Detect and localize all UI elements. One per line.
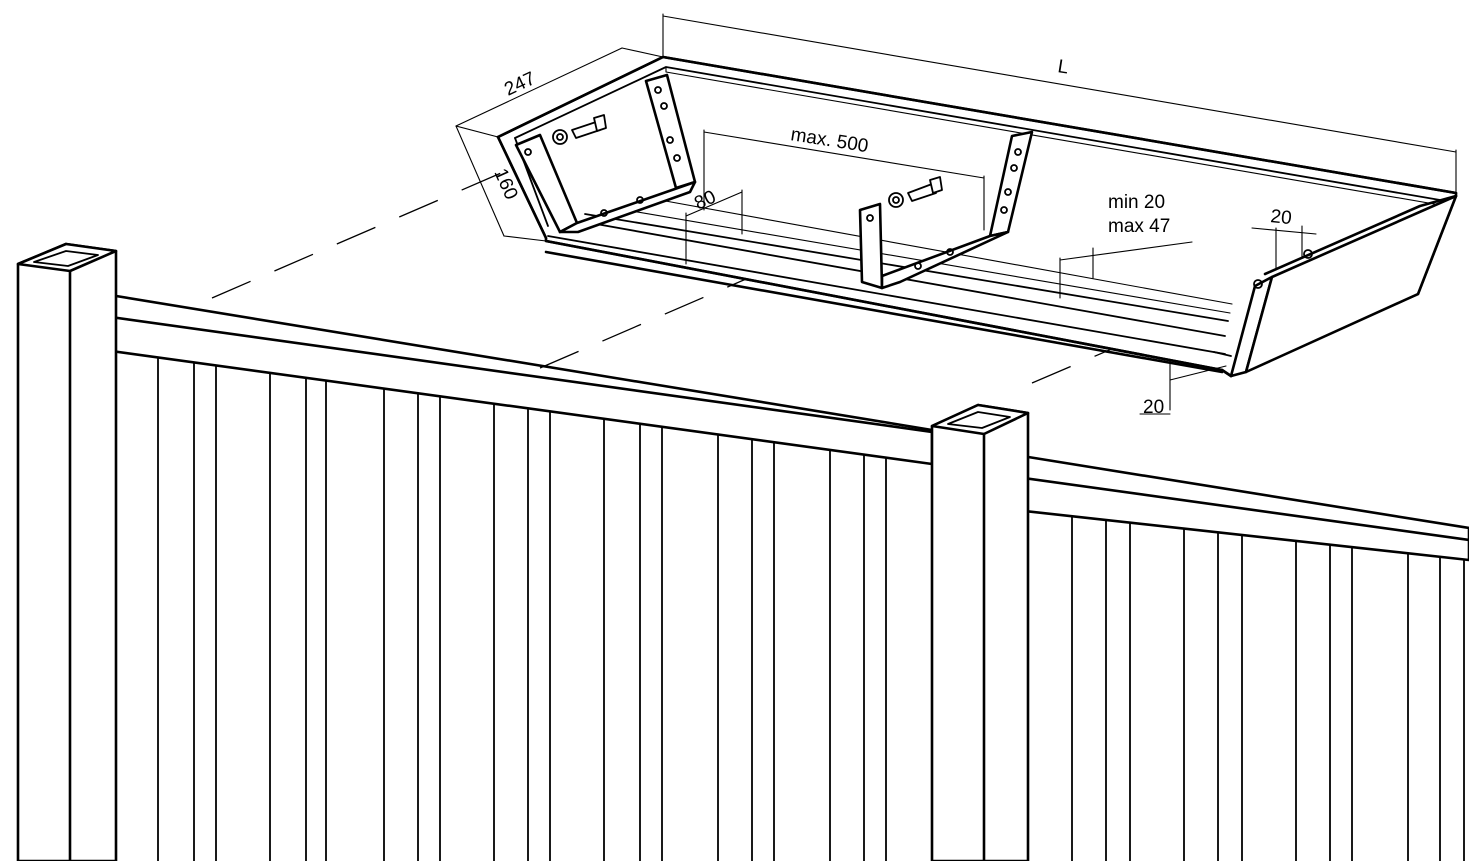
dim-gap-max-label: max 47	[1108, 216, 1170, 237]
bolt-left	[552, 114, 607, 145]
fence-post-left	[16, 242, 118, 861]
fence-top-rail-left	[73, 293, 934, 466]
fence-top-rail-right	[986, 454, 1469, 562]
dim-gap-min-label: min 20	[1108, 192, 1165, 213]
mounting-brackets	[514, 73, 1313, 290]
dim-edge-bottom-label: 20	[1143, 397, 1164, 418]
bracket-middle	[858, 130, 1034, 290]
dimension-lines	[455, 13, 1457, 415]
dim-depth-label: 247	[501, 68, 539, 100]
screw-right	[1253, 279, 1263, 289]
fence-post-middle	[930, 403, 1030, 861]
dim-edge-top-label: 20	[1269, 206, 1292, 229]
fence	[16, 242, 1469, 861]
dim-length-label: L	[1056, 56, 1070, 78]
screw-right-2	[1303, 249, 1313, 259]
planter-box	[496, 55, 1458, 378]
bracket-left	[514, 73, 697, 234]
fence-slats-right	[1027, 510, 1465, 861]
bolt-middle	[888, 176, 943, 208]
fence-slats-left	[115, 350, 887, 861]
